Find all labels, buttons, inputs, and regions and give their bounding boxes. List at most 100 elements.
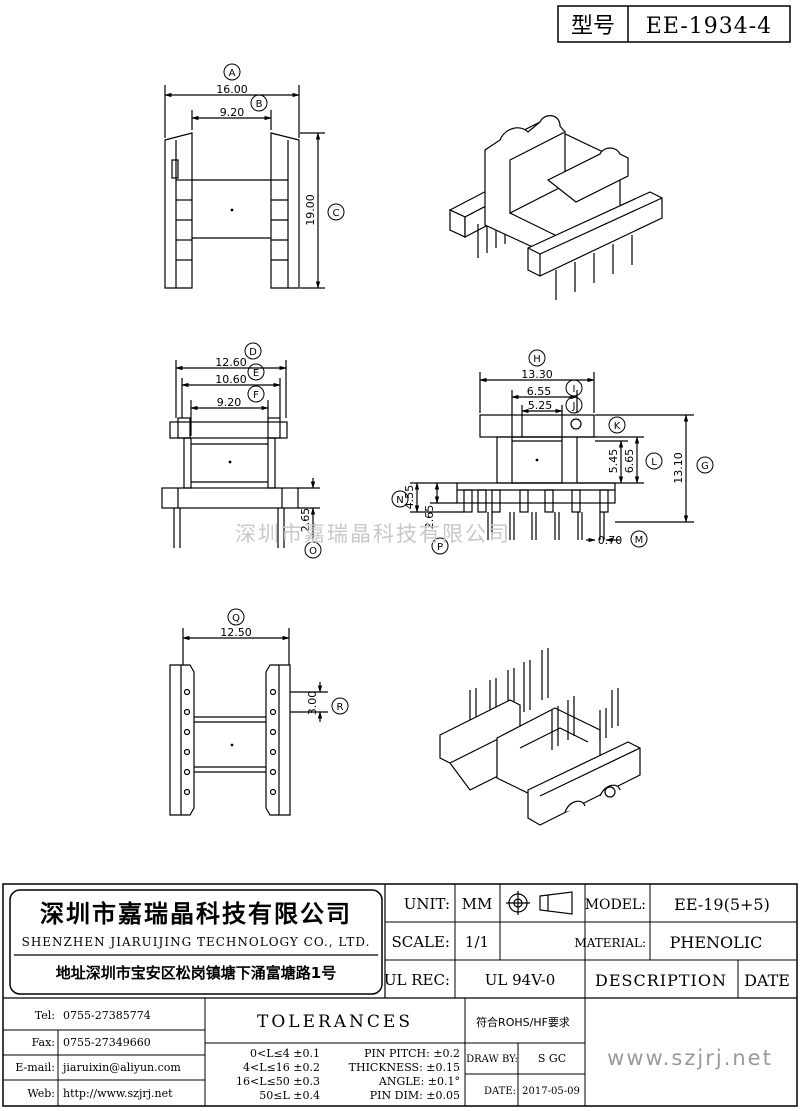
svg-text:B: B <box>256 99 263 110</box>
svg-text:4<L≤16 ±0.2: 4<L≤16 ±0.2 <box>243 1061 320 1074</box>
svg-text:Q: Q <box>232 613 240 624</box>
unit-label: UNIT: <box>404 895 450 913</box>
tolerances-title: TOLERANCES <box>257 1012 413 1032</box>
model-box-label: 型号 <box>571 14 615 39</box>
callout-m: M <box>630 530 648 548</box>
dim-k-value: 5.45 <box>607 449 620 474</box>
callout-g: G <box>696 456 714 474</box>
model-label: MODEL: <box>585 897 646 913</box>
dim-c-value: 19.00 <box>304 194 317 226</box>
dim-j-value: 5.25 <box>528 399 553 412</box>
projection-symbol-icon <box>506 891 573 915</box>
contact-tel-label: Tel: <box>35 1009 55 1022</box>
callout-h: H <box>528 349 546 367</box>
svg-text:50≤L ±0.4: 50≤L ±0.4 <box>259 1089 320 1102</box>
contact-email-value: jiaruixin@aliyun.com <box>61 1061 181 1074</box>
dim-b-value: 9.20 <box>220 106 245 119</box>
callout-o: O <box>304 541 322 559</box>
company-name-cn: 深圳市嘉瑞晶科技有限公司 <box>40 900 352 928</box>
company-address: 地址深圳市宝安区松岗镇塘下涌富塘路1号 <box>56 964 336 982</box>
date-value: 2017-05-09 <box>522 1086 580 1097</box>
model-box: 型号 EE-1934-4 <box>557 5 791 43</box>
scale-label: SCALE: <box>391 933 450 951</box>
dim-a-value: 16.00 <box>216 83 248 96</box>
front-view-labels: 12.60 10.60 9.20 2.65 D E F O <box>215 342 322 559</box>
svg-text:THICKNESS: ±0.15: THICKNESS: ±0.15 <box>349 1061 460 1074</box>
isometric-view-bottom <box>439 648 641 826</box>
scale-value: 1/1 <box>465 933 489 951</box>
draw-by-value: S GC <box>538 1052 566 1065</box>
svg-text:C: C <box>333 208 340 219</box>
contact-fax-label: Fax: <box>32 1036 55 1049</box>
dim-g-value: 13.10 <box>672 452 685 484</box>
title-block <box>2 883 798 1107</box>
callout-n: N <box>391 490 409 508</box>
dim-h-value: 13.30 <box>521 368 553 381</box>
material-value: PHENOLIC <box>670 933 763 952</box>
isometric-view-top <box>448 115 663 300</box>
svg-text:N: N <box>396 495 403 506</box>
callout-j: J <box>565 396 583 414</box>
svg-text:E: E <box>253 368 259 379</box>
dim-o-value: 2.65 <box>299 508 312 533</box>
callout-l: L <box>645 452 663 470</box>
callout-f: F <box>247 385 265 403</box>
contact-email-label: E-mail: <box>15 1061 55 1074</box>
callout-q: Q <box>227 608 245 626</box>
company-name-en: SHENZHEN JIARUIJING TECHNOLOGY CO., LTD. <box>22 935 371 949</box>
draw-by-label: DRAW BY: <box>466 1054 518 1065</box>
callout-r: R <box>331 697 349 715</box>
svg-text:J: J <box>572 401 576 412</box>
dim-q-value: 12.50 <box>220 626 252 639</box>
callout-b: B <box>250 94 268 112</box>
contacts: Tel: 0755-27385774 Fax: 0755-27349660 E-… <box>15 1009 181 1100</box>
dim-f-value: 9.20 <box>217 396 242 409</box>
top-view <box>164 85 325 289</box>
svg-text:G: G <box>701 461 709 472</box>
svg-text:A: A <box>229 68 236 79</box>
callout-c: C <box>327 203 345 221</box>
callout-p: P <box>431 537 449 555</box>
svg-text:O: O <box>309 546 317 557</box>
callout-d: D <box>244 342 262 360</box>
svg-text:PIN PITCH: ±0.2: PIN PITCH: ±0.2 <box>364 1047 460 1060</box>
svg-text:H: H <box>533 354 541 365</box>
svg-text:F: F <box>253 390 259 401</box>
svg-text:D: D <box>249 347 257 358</box>
svg-text:P: P <box>437 542 443 553</box>
unit-value: MM <box>462 895 493 913</box>
dim-i-value: 6.55 <box>527 385 552 398</box>
svg-text:K: K <box>614 421 621 432</box>
front-view <box>161 360 320 548</box>
svg-text:0<L≤4 ±0.1: 0<L≤4 ±0.1 <box>250 1047 320 1060</box>
dim-m-value: 0.70 <box>598 534 623 547</box>
model-box-value: EE-1934-4 <box>646 14 772 39</box>
date-label: DATE: <box>484 1086 516 1097</box>
dim-d-value: 12.60 <box>215 356 247 369</box>
svg-text:I: I <box>573 384 576 395</box>
ulrec-label: UL REC: <box>384 971 450 989</box>
callout-e: E <box>247 363 265 381</box>
top-view-labels: 16.00 9.20 19.00 A B C <box>216 63 345 226</box>
ulrec-value: UL 94V-0 <box>485 971 556 989</box>
bottom-view <box>169 628 328 816</box>
svg-text:16<L≤50 ±0.3: 16<L≤50 ±0.3 <box>236 1075 320 1088</box>
dim-e-value: 10.60 <box>215 373 247 386</box>
svg-text:ANGLE: ±0.1°: ANGLE: ±0.1° <box>378 1075 460 1088</box>
model-value: EE-19(5+5) <box>674 895 770 914</box>
bottom-view-labels: 12.50 3.00 Q R <box>220 608 349 716</box>
contact-web-value: http://www.szjrj.net <box>63 1087 173 1100</box>
svg-text:L: L <box>651 457 657 468</box>
tolerance-ranges: 0<L≤4 ±0.1 4<L≤16 ±0.2 16<L≤50 ±0.3 50≤L… <box>236 1047 320 1102</box>
website-watermark: www.szjrj.net <box>607 1046 773 1070</box>
dim-p-value: 2.65 <box>423 505 436 530</box>
side-view-labels: 13.30 6.55 5.25 5.45 6.65 13.10 4.55 2.6… <box>391 349 714 555</box>
watermark: 深圳市嘉瑞晶科技有限公司 <box>235 522 511 546</box>
contact-fax-value: 0755-27349660 <box>63 1036 151 1049</box>
dim-l-value: 6.65 <box>623 449 636 474</box>
dim-r-value: 3.00 <box>306 691 319 716</box>
date-header-label: DATE <box>744 971 790 990</box>
callout-k: K <box>608 416 626 434</box>
contact-tel-value: 0755-27385774 <box>63 1009 151 1022</box>
